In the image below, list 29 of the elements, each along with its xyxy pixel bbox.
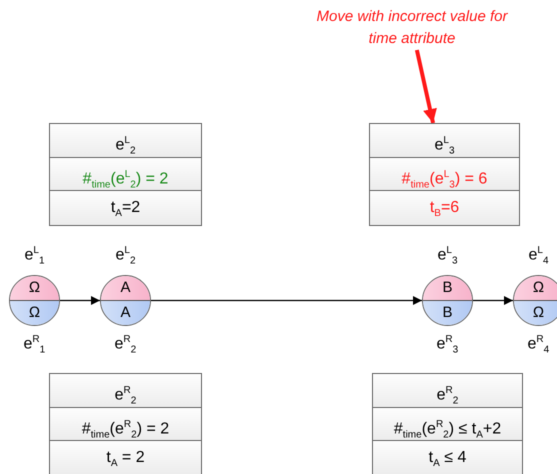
table-row: #$_{time}$(e$^{L}$$_{2}$) = 2 [50,158,201,191]
upper-half-label: Ω [10,276,59,300]
annotation-note: Move with incorrect value for time attribute [312,6,512,50]
attribute-table [49,123,202,226]
table-row: t$_{A}$=2 [50,191,201,224]
attribute-table [49,373,202,474]
lower-half-label: Ω [10,300,59,325]
lower-half-label: B [423,300,472,325]
table-row: t$_{B}$=6 [370,191,519,224]
split-circle-node [422,275,473,326]
lower-half-label: Ω [514,300,557,325]
split-circle-node [513,275,557,326]
arrow [60,296,100,306]
split-circle-node [9,275,60,326]
lower-half-label: A [101,300,150,325]
upper-half-label: Ω [514,276,557,300]
table-row: t$_{A}$ ≤ 4 [373,441,522,474]
table-row: #$_{time}$(e$^{R}$$_{2}$) = 2 [50,408,201,441]
upper-half-label: B [423,276,472,300]
table-row: #$_{time}$(e$^{R}$$_{2}$) ≤ t$_{A}$+2 [373,408,522,441]
table-row: t$_{A}$ = 2 [50,441,201,474]
upper-half-label: A [101,276,150,300]
attribute-table [369,123,520,226]
arrow [414,50,437,124]
attribute-table [372,373,523,474]
split-circle-node [100,275,151,326]
arrow [473,296,513,306]
arrow [151,296,422,306]
table-row: #$_{time}$(e$^{L}$$_{3}$) = 6 [370,158,519,191]
